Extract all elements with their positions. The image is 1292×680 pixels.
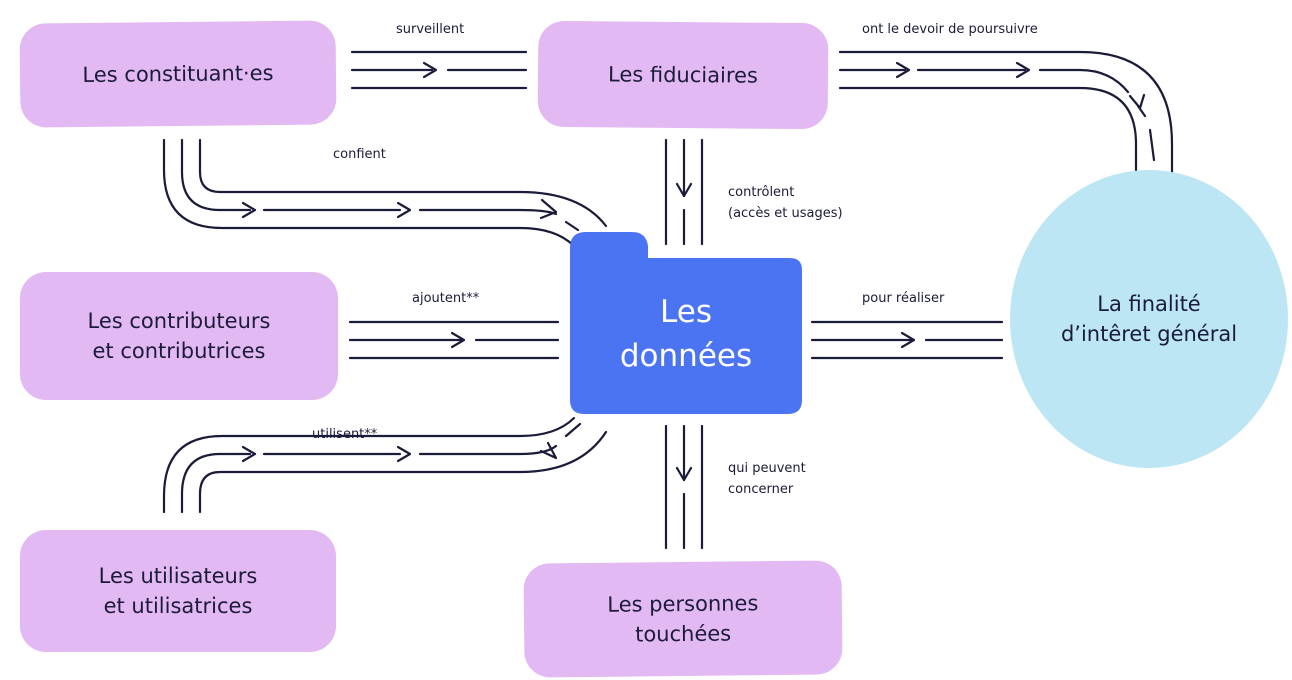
node-fiduciaires: Les fiduciaires [537, 20, 829, 130]
edge-label-confient: confient [333, 147, 386, 162]
connector-concerner [664, 424, 704, 550]
edge-label-surveillent: surveillent [396, 22, 465, 37]
node-donnees-label: Les données [619, 294, 753, 375]
connector-devoir [838, 50, 1174, 174]
node-fiduciaires-label: Les fiduciaires [607, 62, 759, 88]
node-contributeurs-label: Les contributeurs et contributrices [87, 308, 271, 363]
node-finalite: La finalité d’intêret général [1010, 170, 1288, 468]
connector-controlent [664, 138, 704, 246]
node-constituants-label: Les constituant·es [82, 60, 274, 87]
node-personnes: Les personnes touchées [523, 560, 843, 678]
node-personnes-label: Les personnes touchées [607, 590, 759, 647]
connector-realiser [810, 320, 1004, 360]
edge-label-realiser: pour réaliser [862, 291, 945, 306]
edge-label-controlent: contrôlent (accès et usages) [728, 185, 843, 221]
node-utilisateurs: Les utilisateurs et utilisatrices [20, 530, 336, 652]
folder-icon [570, 232, 802, 414]
connector-utilisent [162, 416, 608, 514]
node-utilisateurs-label: Les utilisateurs et utilisatrices [98, 563, 258, 618]
edge-label-ajoutent: ajoutent** [412, 291, 480, 306]
node-constituants: Les constituant·es [19, 20, 337, 128]
node-finalite-label: La finalité d’intêret général [1060, 291, 1238, 346]
edge-label-utilisent: utilisent** [312, 427, 378, 442]
node-contributeurs: Les contributeurs et contributrices [20, 272, 338, 400]
edge-label-devoir: ont le devoir de poursuivre [862, 22, 1038, 37]
connector-surveillent [350, 50, 528, 90]
connector-confient [162, 138, 608, 248]
edge-label-concerner: qui peuvent concerner [728, 461, 806, 497]
connector-ajoutent [348, 320, 560, 360]
